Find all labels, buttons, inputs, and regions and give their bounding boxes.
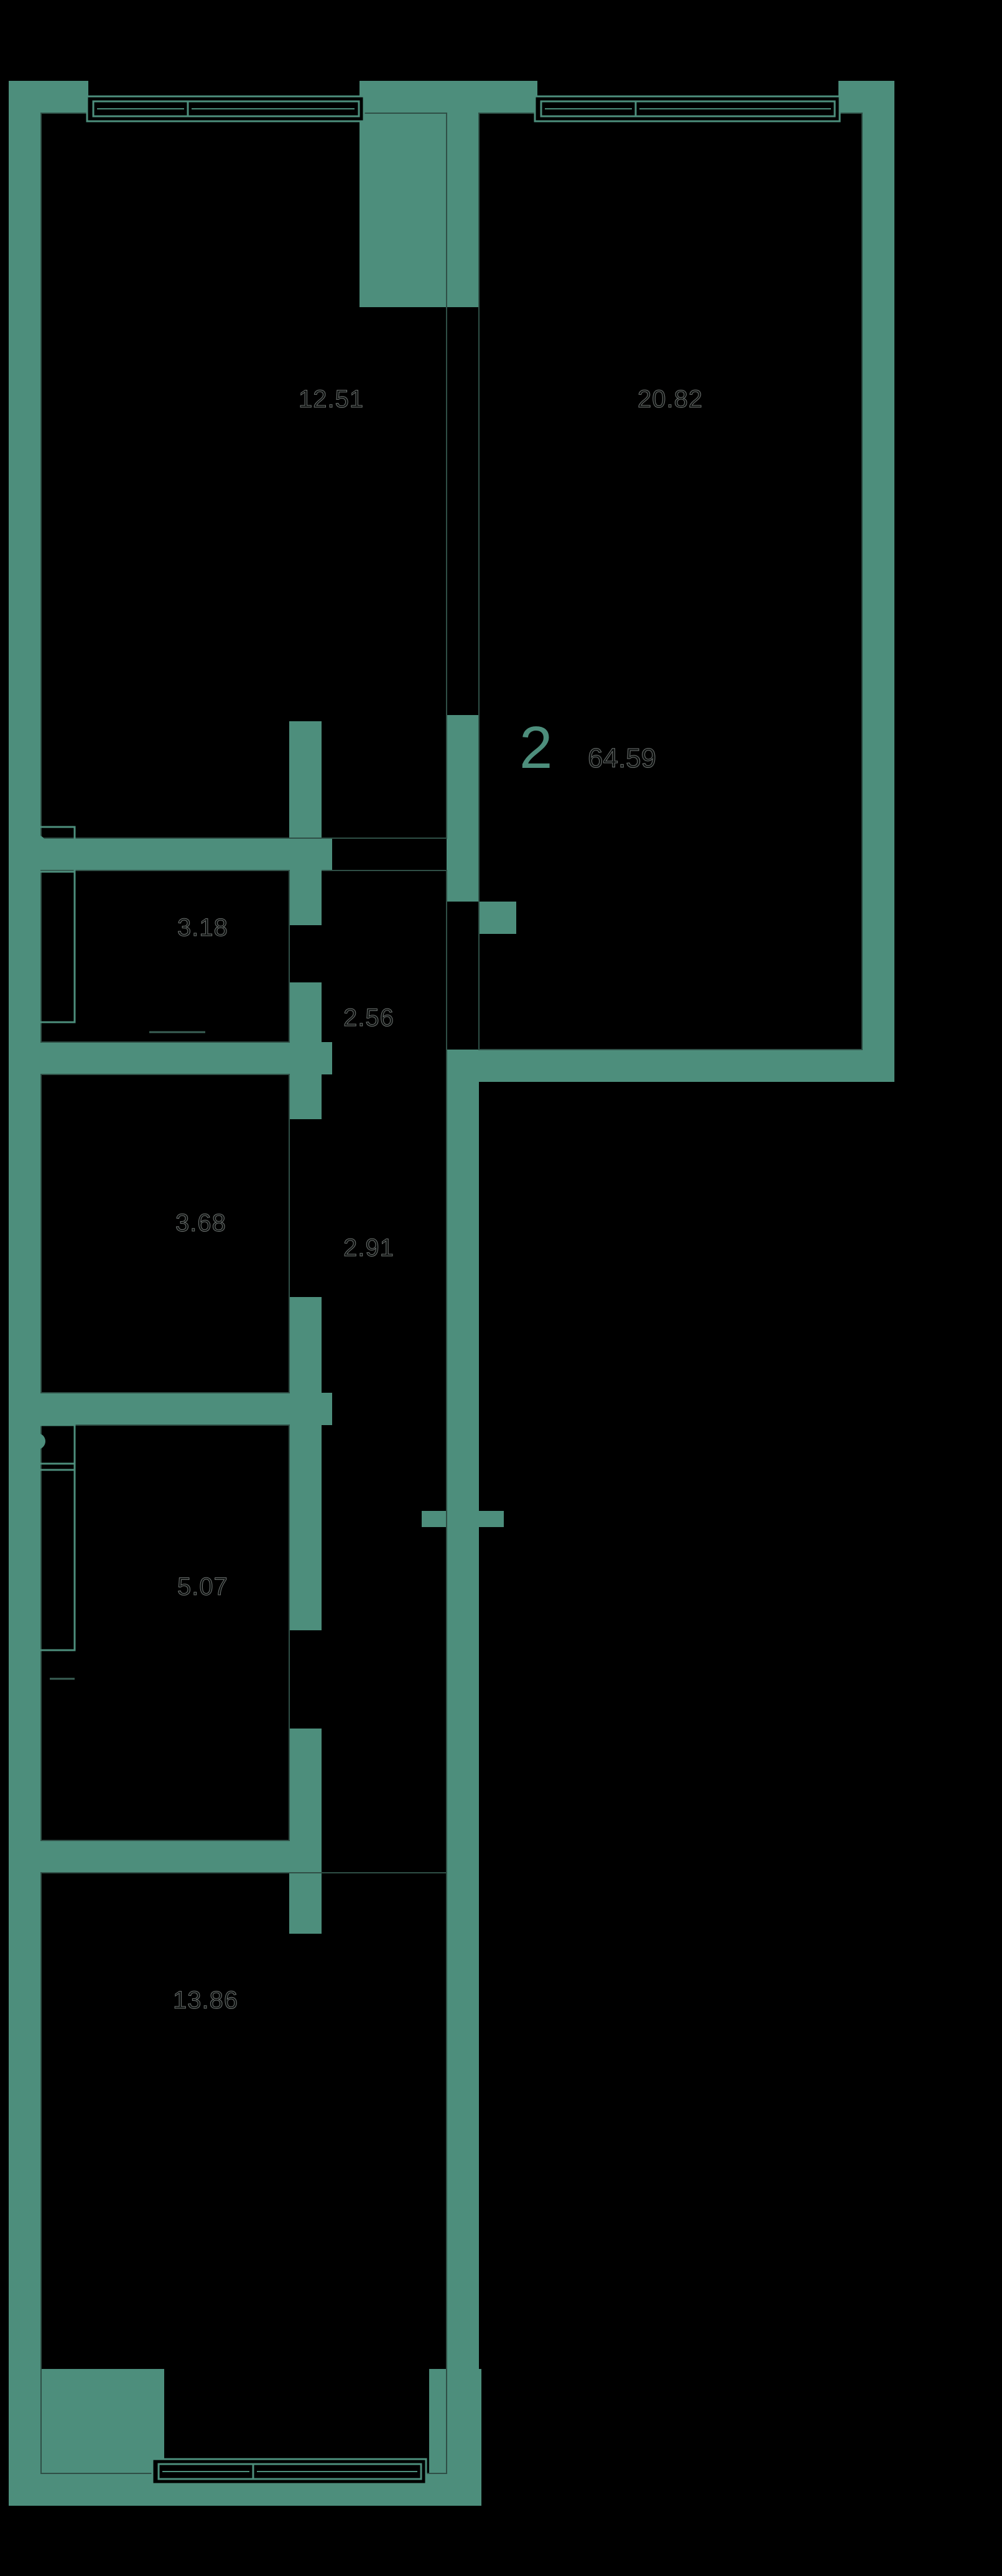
wall-top-pier-block (360, 113, 447, 307)
area-label-bathroom-upper: 3.18 (177, 914, 228, 942)
window-top-left (86, 95, 365, 122)
area-label-living-room-top-left: 12.51 (298, 385, 364, 413)
toilet-lower-fixture (29, 1424, 76, 1651)
wall-wet-right-c (289, 1297, 322, 1425)
wall-center-spine-a (447, 113, 479, 307)
wall-group (9, 81, 894, 2506)
wall-bath-bottom (9, 1393, 332, 1425)
wall-exterior-right-upper (862, 81, 894, 1082)
wall-center-spine-c (447, 1050, 479, 2480)
area-label-living-room-top-right: 20.82 (637, 385, 703, 413)
wall-bath-divider (9, 1042, 332, 1074)
rooms-count-badge: 2 (519, 714, 553, 781)
wall-wet-right-a (289, 838, 322, 925)
window-group (86, 95, 841, 2485)
fixture-group (29, 826, 205, 1680)
wall-mid-bedroom-bottom (9, 1840, 322, 1873)
window-bottom (151, 2458, 427, 2485)
wall-wet-right-b (289, 982, 322, 1076)
area-label-bathroom-lower: 3.68 (175, 1209, 226, 1237)
wall-exterior-left-upper (9, 81, 41, 870)
toilet-upper-fixture (29, 826, 76, 1023)
wall-exterior-left-bath1 (9, 870, 41, 1076)
wall-exterior-bottom-lcorner (9, 2369, 164, 2506)
outline-bedroom-middle (40, 1424, 290, 1841)
window-top-right (534, 95, 841, 122)
wall-exterior-top-left-stub (9, 81, 88, 113)
total-area-label: 64.59 (587, 743, 657, 774)
wall-exterior-bottom-rcorner (429, 2369, 481, 2506)
area-label-bedroom-bottom: 13.86 (172, 1987, 239, 2015)
wall-center-spine-b (447, 715, 479, 902)
area-label-bedroom-middle: 5.07 (177, 1573, 228, 1601)
outline-bath-lower (40, 1074, 290, 1393)
wall-mid-bedroom-right-a (289, 1425, 322, 1630)
area-label-hallway-lower: 2.91 (343, 1234, 394, 1262)
wall-exterior-left-lower (9, 1424, 41, 2506)
wall-exterior-top-mid (360, 81, 537, 113)
wall-center-nub-1 (479, 902, 516, 934)
wall-exterior-left-bath2 (9, 1076, 41, 1424)
area-label-hallway-upper: 2.56 (343, 1004, 394, 1032)
outline-corridor (322, 870, 447, 2473)
doorjamb-right-a (479, 1511, 504, 1527)
doorjamb-left-a (422, 1511, 447, 1527)
wall-living-bottom (479, 1050, 894, 1082)
outline-bath-upper (40, 870, 290, 1043)
wall-mid-bedroom-right-b (289, 1729, 322, 1840)
